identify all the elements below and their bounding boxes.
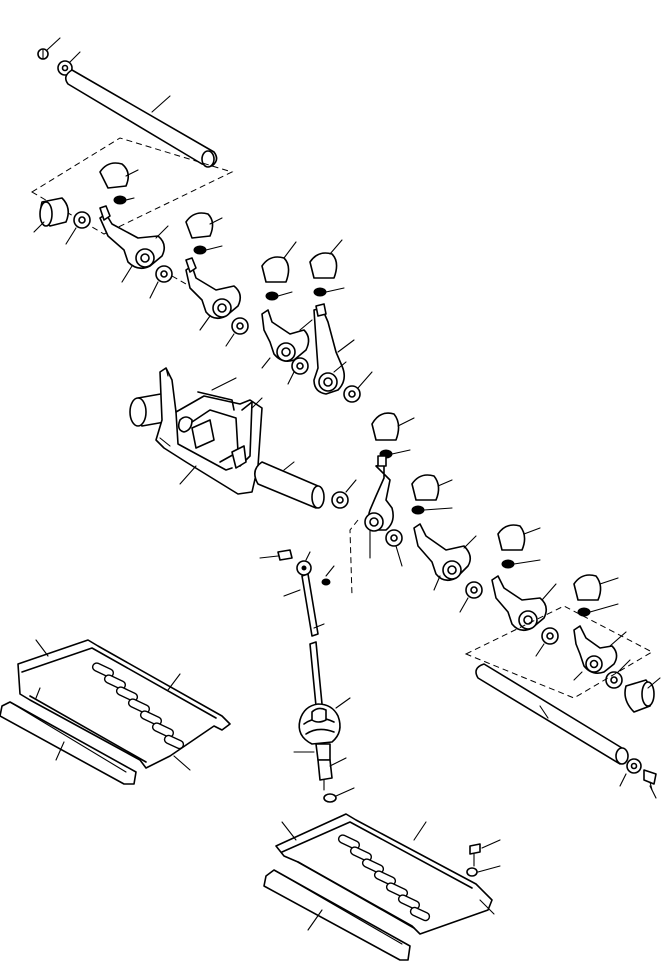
knob-icon	[185, 212, 223, 239]
spring-washer-icon	[265, 291, 293, 301]
shift-lever-icon	[261, 309, 310, 362]
nut-icon	[323, 793, 337, 803]
spacer-tube	[254, 461, 325, 509]
washer-icon	[626, 758, 642, 774]
bolt-icon	[469, 839, 501, 867]
nut-icon	[321, 578, 331, 586]
washer-icon	[73, 211, 91, 229]
washer-icon	[57, 60, 73, 76]
washer-icon	[466, 865, 501, 877]
shift-lever-icon	[573, 625, 618, 674]
center-cover-plate	[275, 813, 501, 935]
slot-row	[337, 834, 431, 922]
ball-joint-icon	[296, 560, 312, 576]
bolt-icon	[37, 48, 49, 60]
washer-icon	[155, 265, 173, 283]
shift-lever-group	[33, 162, 373, 403]
spring-washer-icon	[501, 559, 541, 569]
washer-icon	[605, 671, 623, 689]
spring-washer-icon	[411, 505, 453, 515]
lever-boot	[293, 697, 355, 803]
knob-icon	[497, 524, 541, 551]
washer-icon	[331, 491, 349, 509]
knob-icon	[573, 574, 619, 601]
shift-lever-icon	[185, 257, 242, 320]
shift-lever-icon	[313, 303, 346, 395]
slot-row	[91, 662, 185, 750]
bushing-icon	[624, 679, 655, 713]
shift-lever-icon	[491, 575, 548, 632]
left-cover-plate	[17, 639, 231, 771]
washer-icon	[465, 581, 483, 599]
upper-shift-shaft	[37, 37, 218, 168]
center-lever-group	[331, 412, 661, 713]
shift-lever-icon	[413, 523, 472, 582]
center-cover-strip	[263, 869, 411, 961]
control-rod	[259, 549, 335, 707]
bushing-icon	[39, 197, 70, 227]
washer-icon	[231, 317, 249, 335]
lever-bracket	[129, 367, 263, 495]
washer-icon	[541, 627, 559, 645]
reference-outline-lower	[464, 605, 654, 699]
knob-icon	[371, 412, 415, 441]
shift-lever-icon	[99, 205, 166, 270]
spring-washer-icon	[313, 287, 345, 297]
left-cover-strip	[0, 701, 137, 785]
knob-icon	[309, 239, 343, 279]
bolt-icon	[259, 549, 293, 561]
knob-icon	[261, 241, 297, 283]
spring-washer-icon	[113, 195, 135, 205]
washer-icon	[291, 357, 309, 375]
knob-icon	[411, 474, 453, 501]
knob-icon	[99, 162, 139, 189]
washer-icon	[343, 385, 361, 403]
washer-icon	[385, 529, 403, 547]
spring-washer-icon	[193, 245, 223, 255]
lower-shift-shaft	[475, 663, 657, 799]
spring-washer-icon	[577, 603, 619, 617]
shift-lever-icon	[364, 455, 394, 532]
